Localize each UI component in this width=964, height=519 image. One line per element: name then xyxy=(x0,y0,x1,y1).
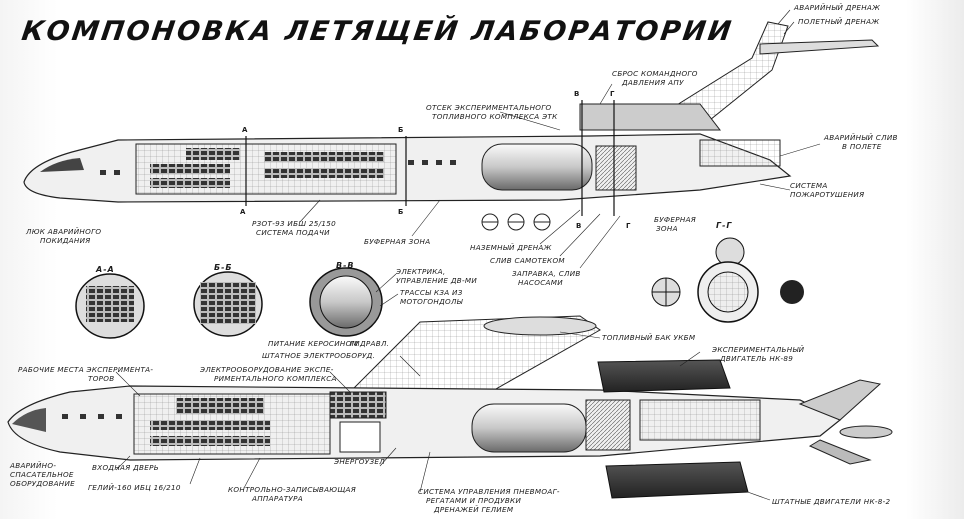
label-emergency-equipment-1: АВАРИЙНО- xyxy=(10,461,57,470)
label-gravity-drain: СЛИВ САМОТЕКОМ xyxy=(490,256,565,265)
label-command-pressure-1: СБРОС КОМАНДНОГО xyxy=(612,69,698,78)
cross-section-vv xyxy=(309,267,383,337)
cut-mark-v-top: В xyxy=(574,90,580,98)
label-rzot-2: СИСТЕМА ПОДАЧИ xyxy=(256,228,330,237)
section-label-bb: Б-Б xyxy=(214,263,233,272)
label-exp-engine-2: ДВИГАТЕЛЬ НК-89 xyxy=(720,354,794,363)
label-standard-engines: ШТАТНЫЕ ДВИГАТЕЛИ НК-8-2 xyxy=(772,497,891,506)
cut-mark-g-top: Г xyxy=(610,90,615,98)
cross-section-aa xyxy=(75,273,145,339)
label-ground-drain: НАЗЕМНЫЙ ДРЕНАЖ xyxy=(470,243,552,252)
label-recording-equipment-2: АППАРАТУРА xyxy=(252,494,303,503)
cut-mark-a-bottom: А xyxy=(240,208,246,216)
label-exp-electrics-1: ЭЛЕКТРООБОРУДОВАНИЕ ЭКСПЕ- xyxy=(200,365,334,374)
diagram-title: КОМПОНОВКА ЛЕТЯЩЕЙ ЛАБОРАТОРИИ xyxy=(19,16,736,47)
label-standard-electrics: ШТАТНОЕ ЭЛЕКТРООБОРУД. xyxy=(262,351,376,360)
perspective-view-standard-engines xyxy=(605,461,749,499)
label-recording-equipment-1: КОНТРОЛЬНО-ЗАПИСЫВАЮЩАЯ xyxy=(228,485,357,494)
label-rzot-1: РЗОТ-93 ИБШ 25/150 xyxy=(252,219,336,228)
label-flight-drain: ПОЛЕТНЫЙ ДРЕНАЖ xyxy=(798,17,880,26)
label-emergency-drain: АВАРИЙНЫЙ ДРЕНАЖ xyxy=(794,3,881,12)
cut-mark-v-bottom: В xyxy=(576,222,582,230)
label-kerosene-feed: ПИТАНИЕ КЕРОСИНОМ xyxy=(268,339,359,348)
cross-section-bb xyxy=(193,271,263,337)
label-exp-engine-1: ЭКСПЕРИМЕНТАЛЬНЫЙ xyxy=(712,345,805,354)
label-escape-hatch-2: ПОКИДАНИЯ xyxy=(40,236,91,245)
buffer-zone-circles xyxy=(481,213,551,231)
cross-section-gg xyxy=(651,237,804,323)
label-workstations-2: ТОРОВ xyxy=(88,374,115,383)
label-hydraulics: ГИДРАВЛ. xyxy=(350,339,390,348)
side-view-aircraft xyxy=(23,21,880,216)
label-fire-system-2: ПОЖАРОТУШЕНИЯ xyxy=(790,190,865,199)
label-entry-door: ВХОДНАЯ ДВЕРЬ xyxy=(92,463,159,472)
perspective-view-aircraft xyxy=(7,315,893,499)
label-electrics-2: УПРАВЛЕНИЕ ДВ-МИ xyxy=(396,276,478,285)
perspective-view-experimental-engine xyxy=(597,359,731,393)
label-buffer-zone: БУФЕРНАЯ ЗОНА xyxy=(364,237,431,246)
label-electrics-1: ЭЛЕКТРИКА, xyxy=(396,267,446,276)
label-buffer-zone-2-2: ЗОНА xyxy=(656,224,678,233)
cut-mark-b-bottom: Б xyxy=(398,208,404,216)
label-helium: ГЕЛИЙ-160 ИБЦ 16/210 xyxy=(88,483,181,492)
label-pump-refuel-2: НАСОСАМИ xyxy=(518,278,563,287)
label-control-system-3: ДРЕНАЖЕЙ ГЕЛИЕМ xyxy=(434,505,514,514)
label-power-unit: ЭНЕРГОУЗЕЛ xyxy=(334,457,385,466)
label-buffer-zone-2-1: БУФЕРНАЯ xyxy=(654,215,697,224)
label-command-pressure-2: ДАВЛЕНИЯ АПУ xyxy=(622,78,684,87)
label-routes-2: МОТОГОНДОЛЫ xyxy=(400,297,463,306)
label-emergency-dump-2: В ПОЛЕТЕ xyxy=(842,142,882,151)
label-fuel-complex-bay-1: ОТСЕК ЭКСПЕРИМЕНТАЛЬНОГО xyxy=(426,103,552,112)
perspective-view-fuel-tank xyxy=(471,403,587,453)
side-view-engine-nacelle xyxy=(579,103,722,131)
label-control-system-1: СИСТЕМА УПРАВЛЕНИЯ ПНЕВМОАГ- xyxy=(418,487,560,496)
side-view-fuel-tank xyxy=(481,143,593,191)
side-view-stabilizer xyxy=(759,39,880,55)
leader-lines xyxy=(115,9,821,501)
label-pump-refuel-1: ЗАПРАВКА, СЛИВ xyxy=(512,269,581,278)
section-label-vv: В-В xyxy=(336,261,355,270)
label-exp-electrics-2: РИМЕНТАЛЬНОГО КОМПЛЕКСА xyxy=(214,374,337,383)
label-fuel-complex-bay-2: ТОПЛИВНОГО КОМПЛЕКСА ЭТК xyxy=(432,112,558,121)
section-label-gg: Г-Г xyxy=(716,221,733,230)
section-label-aa: А-А xyxy=(96,265,115,274)
label-escape-hatch-1: ЛЮК АВАРИЙНОГО xyxy=(26,227,102,236)
label-routes-1: ТРАССЫ КЗА ИЗ xyxy=(400,288,463,297)
label-workstations-1: РАБОЧИЕ МЕСТА ЭКСПЕРИМЕНТА- xyxy=(18,365,154,374)
label-emergency-equipment-2: СПАСАТЕЛЬНОЕ xyxy=(10,470,74,479)
cut-mark-a-top: А xyxy=(242,126,248,134)
label-control-system-2: РЕГАТАМИ И ПРОДУВКИ xyxy=(426,496,522,505)
cut-mark-g-bottom: Г xyxy=(626,222,631,230)
cut-mark-b-top: Б xyxy=(398,126,404,134)
label-emergency-dump-1: АВАРИЙНЫЙ СЛИВ xyxy=(824,133,898,142)
perspective-view-tail xyxy=(798,379,882,421)
label-emergency-equipment-3: ОБОРУДОВАНИЕ xyxy=(10,479,76,488)
label-fire-system-1: СИСТЕМА xyxy=(790,181,828,190)
label-fuel-tank-ukbm: ТОПЛИВНЫЙ БАК УКБМ xyxy=(602,333,696,342)
